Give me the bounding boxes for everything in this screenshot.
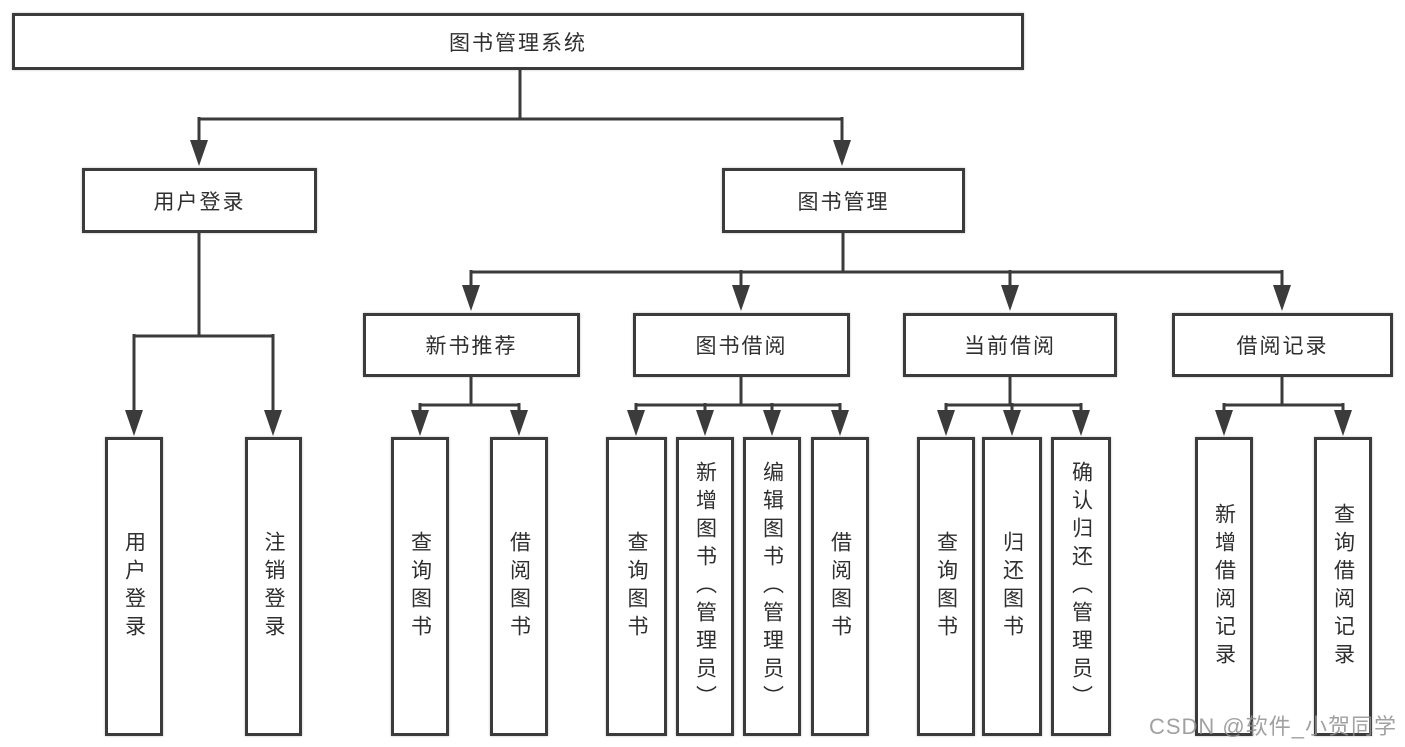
leaf-query-books-borrowing: 查询图书: [606, 437, 667, 736]
leaf-confirm-return-admin: 确认归还（管理员）: [1051, 437, 1111, 736]
node-borrowing-records: 借阅记录: [1172, 313, 1393, 377]
node-root-system-label: 图书管理系统: [449, 31, 587, 55]
node-new-book-recommend-label: 新书推荐: [425, 335, 518, 358]
connector-current-borrowing-to-leaves: [944, 377, 1083, 414]
node-book-management: 图书管理: [722, 168, 965, 233]
node-borrowing-records-label: 借阅记录: [1236, 335, 1329, 358]
node-new-book-recommend: 新书推荐: [363, 313, 580, 377]
connector-new-book-recommend-to-leaves: [418, 377, 521, 414]
leaf-logout: 注销登录: [245, 437, 302, 736]
leaf-borrow-books-borrowing: 借阅图书: [811, 437, 869, 736]
connector-user-login-to-leaves: [132, 233, 275, 414]
connector-book-management-to-level3: [469, 233, 1284, 290]
node-current-borrowing: 当前借阅: [903, 313, 1117, 377]
leaf-add-book-admin: 新增图书（管理员）: [676, 437, 734, 736]
leaf-user-login: 用户登录: [105, 437, 163, 736]
node-book-management-label: 图书管理: [797, 190, 890, 214]
leaf-add-borrow-record: 新增借阅记录: [1195, 437, 1253, 736]
node-user-login-label: 用户登录: [153, 190, 246, 214]
leaf-query-books-recommend: 查询图书: [391, 437, 449, 736]
connector-book-borrowing-to-leaves: [634, 377, 842, 414]
connector-borrowing-records-to-leaves: [1222, 377, 1345, 414]
connector-root-to-level2: [197, 70, 844, 145]
leaf-edit-book-admin: 编辑图书（管理员）: [743, 437, 801, 736]
leaf-borrow-books-recommend: 借阅图书: [490, 437, 548, 736]
node-current-borrowing-label: 当前借阅: [964, 335, 1056, 358]
leaf-query-books-current: 查询图书: [917, 437, 975, 736]
leaf-query-borrow-record: 查询借阅记录: [1314, 437, 1372, 736]
node-book-borrowing-label: 图书借阅: [695, 335, 788, 358]
node-root-system: 图书管理系统: [12, 13, 1024, 70]
leaf-return-book: 归还图书: [982, 437, 1042, 736]
arrowheads: [125, 140, 1352, 436]
node-user-login: 用户登录: [82, 168, 317, 233]
node-book-borrowing: 图书借阅: [633, 313, 850, 377]
